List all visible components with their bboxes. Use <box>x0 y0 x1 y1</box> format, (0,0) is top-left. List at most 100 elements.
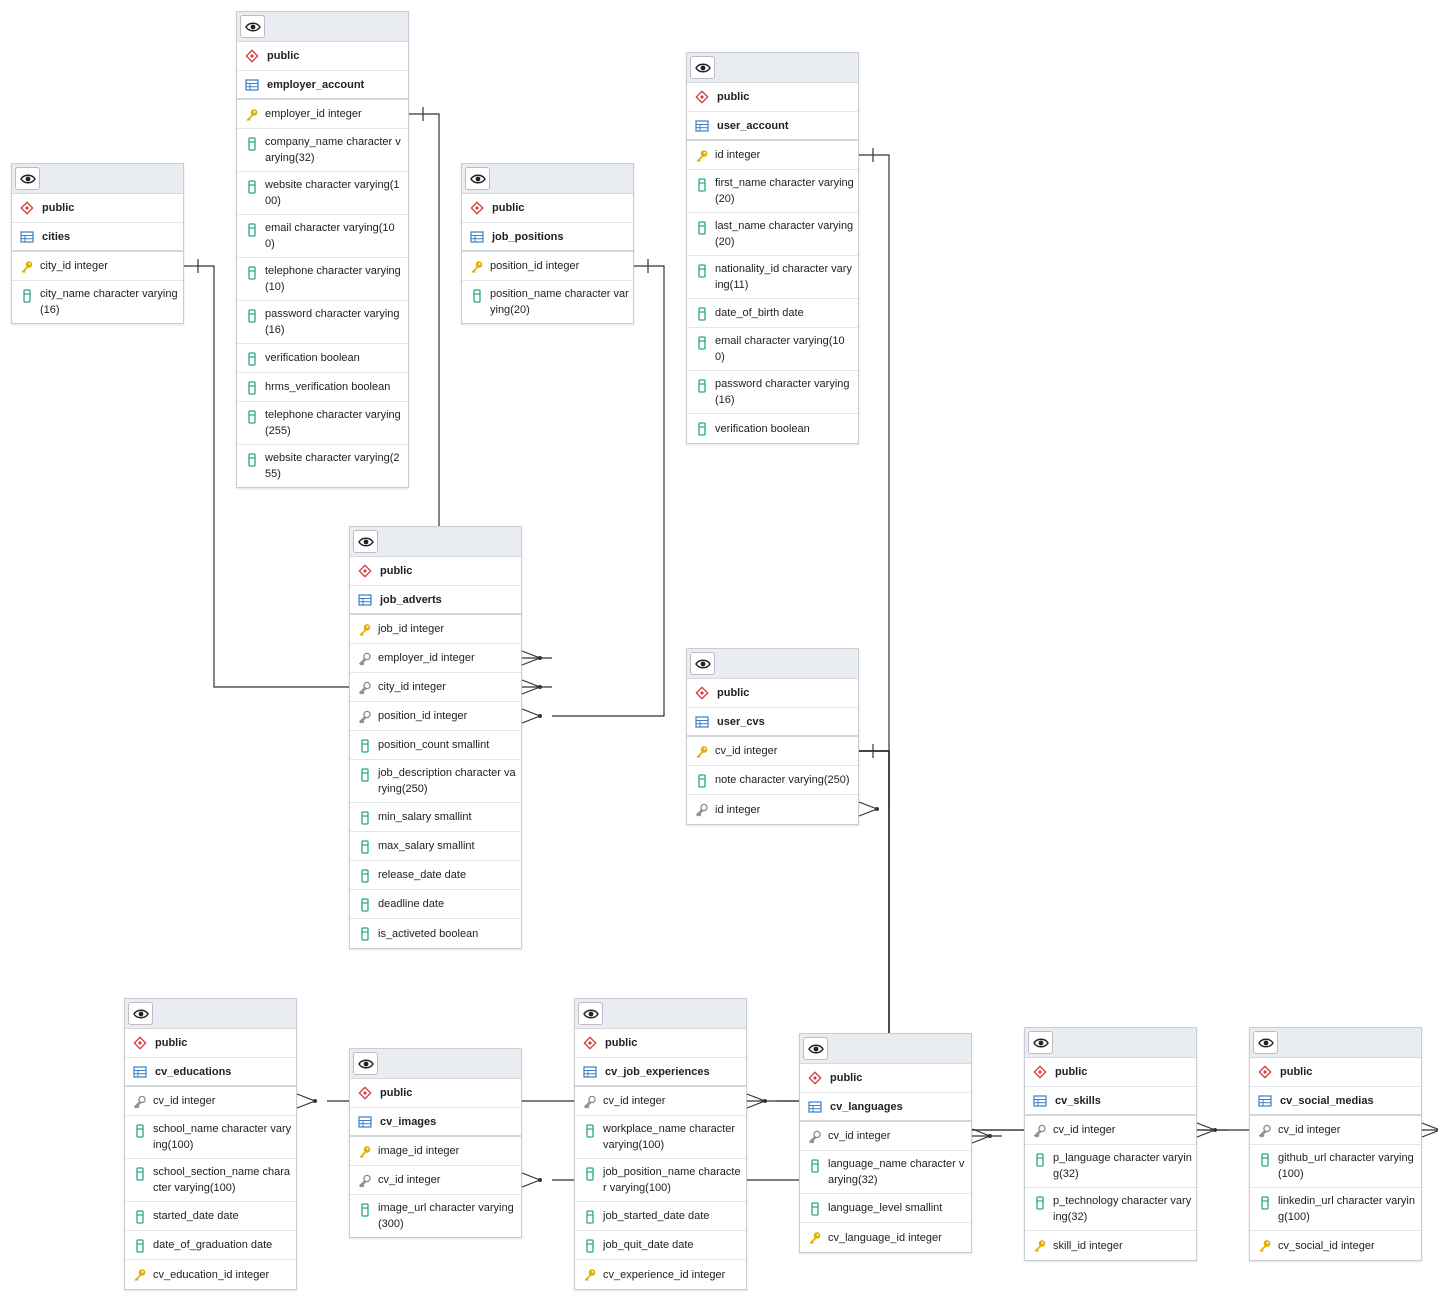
column-row[interactable]: date_of_birth date <box>687 299 858 328</box>
table-name-row[interactable]: user_cvs <box>687 708 858 737</box>
column-name: website character varying(100) <box>265 179 400 207</box>
column-row[interactable]: cv_id integer <box>687 737 858 766</box>
column-row[interactable]: employer_id integer <box>237 100 408 129</box>
column-row[interactable]: cv_id integer <box>800 1122 971 1151</box>
column-row[interactable]: started_date date <box>125 1202 296 1231</box>
column-row[interactable]: language_name character varying(32) <box>800 1151 971 1194</box>
table-name-row[interactable]: employer_account <box>237 71 408 100</box>
column-row[interactable]: position_id integer <box>462 252 633 281</box>
eye-icon[interactable] <box>240 15 265 38</box>
eye-icon[interactable] <box>690 652 715 675</box>
column-row[interactable]: school_name character varying(100) <box>125 1116 296 1159</box>
column-row[interactable]: telephone character varying(10) <box>237 258 408 301</box>
column-row[interactable]: city_id integer <box>350 673 521 702</box>
table-name-row[interactable]: cities <box>12 223 183 252</box>
column-row[interactable]: cv_social_id integer <box>1250 1231 1421 1260</box>
column-row[interactable]: id integer <box>687 141 858 170</box>
column-row[interactable]: job_quit_date date <box>575 1231 746 1260</box>
eye-icon[interactable] <box>128 1002 153 1025</box>
column-row[interactable]: cv_id integer <box>1250 1116 1421 1145</box>
table-name-row[interactable]: cv_images <box>350 1108 521 1137</box>
eye-icon[interactable] <box>578 1002 603 1025</box>
eye-icon[interactable] <box>803 1037 828 1060</box>
column-row[interactable]: cv_id integer <box>125 1087 296 1116</box>
column-row[interactable]: cv_id integer <box>575 1087 746 1116</box>
table-name-row[interactable]: cv_social_medias <box>1250 1087 1421 1116</box>
column-row[interactable]: city_id integer <box>12 252 183 281</box>
column-row[interactable]: max_salary smallint <box>350 832 521 861</box>
column-row[interactable]: job_id integer <box>350 615 521 644</box>
table-name-row[interactable]: cv_languages <box>800 1093 971 1122</box>
column-row[interactable]: position_count smallint <box>350 731 521 760</box>
column-row[interactable]: password character varying(16) <box>237 301 408 344</box>
column-row[interactable]: is_activeted boolean <box>350 919 521 948</box>
column-row[interactable]: verification boolean <box>687 414 858 443</box>
column-row[interactable]: min_salary smallint <box>350 803 521 832</box>
column-row[interactable]: note character varying(250) <box>687 766 858 795</box>
column-row[interactable]: job_started_date date <box>575 1202 746 1231</box>
column-row[interactable]: cv_id integer <box>350 1166 521 1195</box>
column-row[interactable]: last_name character varying(20) <box>687 213 858 256</box>
column-row[interactable]: website character varying(255) <box>237 445 408 487</box>
table-name-row[interactable]: user_account <box>687 112 858 141</box>
column-row[interactable]: release_date date <box>350 861 521 890</box>
column-row[interactable]: id integer <box>687 795 858 824</box>
table-name-row[interactable]: job_adverts <box>350 586 521 615</box>
column-row[interactable]: p_technology character varying(32) <box>1025 1188 1196 1231</box>
column-row[interactable]: password character varying(16) <box>687 371 858 414</box>
column-row[interactable]: image_id integer <box>350 1137 521 1166</box>
column-row[interactable]: workplace_name character varying(100) <box>575 1116 746 1159</box>
column-row[interactable]: p_language character varying(32) <box>1025 1145 1196 1188</box>
column-row[interactable]: employer_id integer <box>350 644 521 673</box>
column-row[interactable]: language_level smallint <box>800 1194 971 1223</box>
column-row[interactable]: job_description character varying(250) <box>350 760 521 803</box>
column-row[interactable]: job_position_name character varying(100) <box>575 1159 746 1202</box>
column-row[interactable]: cv_experience_id integer <box>575 1260 746 1289</box>
column-row[interactable]: company_name character varying(32) <box>237 129 408 172</box>
eye-icon[interactable] <box>353 530 378 553</box>
table-name-row[interactable]: cv_skills <box>1025 1087 1196 1116</box>
column-row[interactable]: cv_education_id integer <box>125 1260 296 1289</box>
eye-icon[interactable] <box>690 56 715 79</box>
eye-icon[interactable] <box>353 1052 378 1075</box>
column-row[interactable]: email character varying(100) <box>237 215 408 258</box>
eye-icon[interactable] <box>1028 1031 1053 1054</box>
column-row[interactable]: first_name character varying(20) <box>687 170 858 213</box>
column-row[interactable]: verification boolean <box>237 344 408 373</box>
column-row[interactable]: hrms_verification boolean <box>237 373 408 402</box>
column-row[interactable]: deadline date <box>350 890 521 919</box>
column-row[interactable]: website character varying(100) <box>237 172 408 215</box>
column-row[interactable]: position_id integer <box>350 702 521 731</box>
eye-icon[interactable] <box>1253 1031 1278 1054</box>
column-row[interactable]: cv_language_id integer <box>800 1223 971 1252</box>
eye-icon[interactable] <box>465 167 490 190</box>
column-row[interactable]: image_url character varying(300) <box>350 1195 521 1237</box>
column-row[interactable]: city_name character varying(16) <box>12 281 183 323</box>
table-name-row[interactable]: job_positions <box>462 223 633 252</box>
column-row[interactable]: email character varying(100) <box>687 328 858 371</box>
eye-icon[interactable] <box>15 167 40 190</box>
column-row[interactable]: date_of_graduation date <box>125 1231 296 1260</box>
column-row[interactable]: position_name character varying(20) <box>462 281 633 323</box>
column-row[interactable]: skill_id integer <box>1025 1231 1196 1260</box>
table-name-row[interactable]: cv_job_experiences <box>575 1058 746 1087</box>
table-name-row[interactable]: cv_educations <box>125 1058 296 1087</box>
column-row[interactable]: nationality_id character varying(11) <box>687 256 858 299</box>
column-row[interactable]: github_url character varying(100) <box>1250 1145 1421 1188</box>
column-row[interactable]: cv_id integer <box>1025 1116 1196 1145</box>
column-row[interactable]: school_section_name character varying(10… <box>125 1159 296 1202</box>
column-row[interactable]: linkedin_url character varying(100) <box>1250 1188 1421 1231</box>
column-row[interactable]: telephone character varying(255) <box>237 402 408 445</box>
